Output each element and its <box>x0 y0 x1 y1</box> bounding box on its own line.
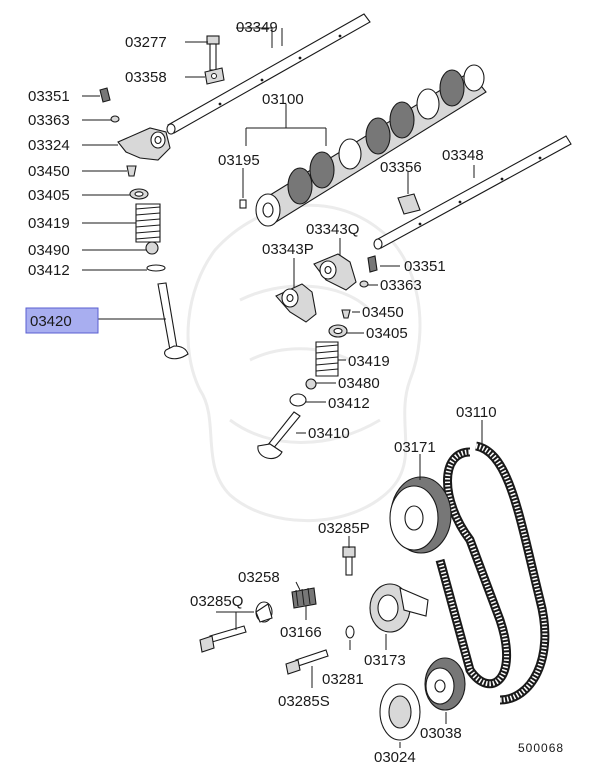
label-03324[interactable]: 03324 <box>28 137 70 154</box>
bolt-03285q[interactable] <box>199 625 247 653</box>
label-03348[interactable]: 03348 <box>442 147 484 164</box>
label-03351-right[interactable]: 03351 <box>404 258 446 275</box>
label-03024[interactable]: 03024 <box>374 749 416 766</box>
label-03351-left[interactable]: 03351 <box>28 88 70 105</box>
label-03450-right[interactable]: 03450 <box>362 304 404 321</box>
part-labels: 03349 03277 03358 03351 03363 03324 0345… <box>28 19 564 766</box>
label-03285q[interactable]: 03285Q <box>190 593 243 610</box>
label-03166[interactable]: 03166 <box>280 624 322 641</box>
label-03171[interactable]: 03171 <box>394 439 436 456</box>
intake-valve-03420[interactable] <box>157 282 189 360</box>
tensioner-spring-03166[interactable] <box>291 587 317 609</box>
plate-03356[interactable] <box>397 193 421 215</box>
plate-03358[interactable] <box>204 67 225 85</box>
label-03480[interactable]: 03480 <box>338 375 380 392</box>
label-03363-left[interactable]: 03363 <box>28 112 70 129</box>
label-03405-left[interactable]: 03405 <box>28 187 70 204</box>
bolt-03285p[interactable] <box>342 546 356 576</box>
label-03258[interactable]: 03258 <box>238 569 280 586</box>
label-03363-right[interactable]: 03363 <box>380 277 422 294</box>
label-03173[interactable]: 03173 <box>364 652 406 669</box>
crank-sprocket-03038[interactable] <box>424 657 466 711</box>
label-03358[interactable]: 03358 <box>125 69 167 86</box>
label-03420[interactable]: 03420 <box>30 313 72 330</box>
label-03110[interactable]: 03110 <box>456 404 497 421</box>
spacer-03258[interactable] <box>255 601 273 623</box>
rocker-shaft-right[interactable] <box>373 135 572 250</box>
seal-03480[interactable] <box>305 378 317 390</box>
label-03349[interactable]: 03349 <box>236 19 278 36</box>
label-03490[interactable]: 03490 <box>28 242 70 259</box>
exhaust-valve-03410[interactable] <box>257 411 301 460</box>
label-03343p[interactable]: 03343P <box>262 241 314 258</box>
flange-03024[interactable] <box>379 683 421 741</box>
label-03281[interactable]: 03281 <box>322 671 364 688</box>
label-03285p[interactable]: 03285P <box>318 520 370 537</box>
retainer-03405-right[interactable] <box>328 324 348 338</box>
spring-03419-left[interactable] <box>135 203 161 243</box>
nut-03363-left[interactable] <box>110 115 120 123</box>
label-03412-right[interactable]: 03412 <box>328 395 370 412</box>
camshaft-sprocket-03171[interactable] <box>389 476 452 554</box>
watermark-emblem <box>186 203 422 523</box>
pin-03195[interactable] <box>239 199 247 209</box>
timing-belt-03110[interactable] <box>435 441 550 705</box>
valve-keeper-03450-left[interactable] <box>126 165 137 177</box>
rocker-arm-03343p[interactable] <box>275 283 317 323</box>
label-03412-left[interactable]: 03412 <box>28 262 70 279</box>
label-03100[interactable]: 03100 <box>262 91 304 108</box>
seal-03490[interactable] <box>145 241 159 255</box>
spring-03419-right[interactable] <box>315 341 339 377</box>
nut-03363-right[interactable] <box>359 280 369 288</box>
rocker-arm-03324[interactable] <box>117 127 171 161</box>
label-03419-left[interactable]: 03419 <box>28 215 70 232</box>
bolt-03285s[interactable] <box>285 649 329 675</box>
label-03285s[interactable]: 03285S <box>278 693 330 710</box>
tensioner-pulley-03173[interactable] <box>369 583 429 633</box>
rocker-arm-03343q[interactable] <box>313 253 357 291</box>
adjust-screw-03351-right[interactable] <box>367 255 378 273</box>
leader-lines <box>82 27 483 748</box>
label-03038[interactable]: 03038 <box>420 725 462 742</box>
label-03410[interactable]: 03410 <box>308 425 350 442</box>
label-03419-right[interactable]: 03419 <box>348 353 390 370</box>
label-03343q[interactable]: 03343Q <box>306 221 359 238</box>
rocker-shaft-left[interactable] <box>166 13 371 135</box>
seat-03412-right[interactable] <box>289 393 307 407</box>
retainer-03405-left[interactable] <box>129 188 149 200</box>
label-03195[interactable]: 03195 <box>218 152 260 169</box>
label-03450-left[interactable]: 03450 <box>28 163 70 180</box>
label-03405-right[interactable]: 03405 <box>366 325 408 342</box>
selected-part-highlight <box>25 307 99 334</box>
label-03356[interactable]: 03356 <box>380 159 422 176</box>
camshaft-03100[interactable] <box>255 64 487 227</box>
label-03277[interactable]: 03277 <box>125 34 167 51</box>
adjust-screw-03351-left[interactable] <box>99 87 111 103</box>
valve-keeper-03450-right[interactable] <box>341 309 351 319</box>
bolt-03277[interactable] <box>206 35 220 71</box>
seat-03412-left[interactable] <box>146 264 166 272</box>
figure-number: 500068 <box>518 741 564 755</box>
washer-03281[interactable] <box>345 625 355 639</box>
